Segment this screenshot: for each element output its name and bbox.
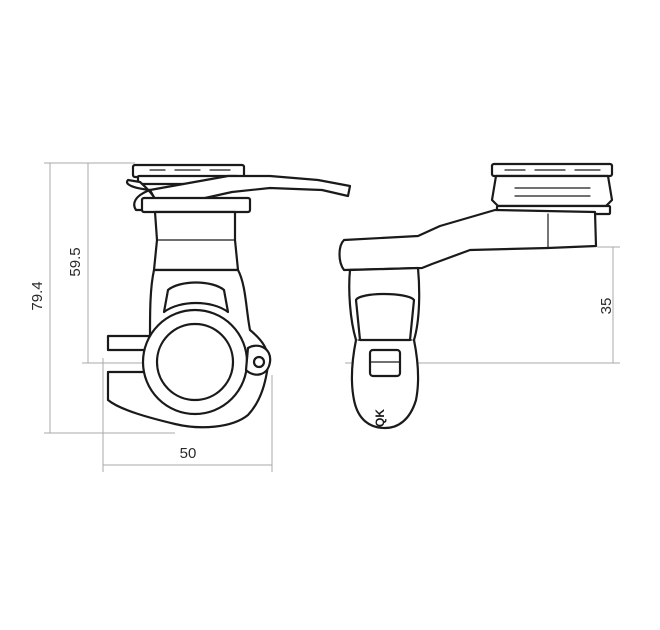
side-mount-grip-lines	[504, 169, 601, 197]
dim-label-upper-height: 59.5	[67, 247, 84, 276]
side-extension-arm	[338, 208, 598, 272]
front-body-window	[162, 281, 230, 314]
dimension-labels: 79.4 59.5 50 35	[29, 247, 615, 462]
front-collar-plate	[140, 196, 252, 214]
side-logo-mark: QK	[373, 409, 387, 427]
side-clamp-lobe	[354, 292, 416, 342]
side-mount-head	[490, 174, 614, 208]
dim-label-offset-height: 35	[598, 298, 615, 315]
dim-label-width: 50	[180, 445, 197, 462]
front-view	[106, 163, 352, 429]
side-latch	[368, 348, 402, 378]
side-clamp-body	[348, 266, 421, 430]
front-stem-block	[152, 210, 240, 272]
front-clamp-ring-inner	[155, 322, 235, 402]
front-hinge-pin	[252, 355, 266, 369]
dim-label-total-height: 79.4	[29, 281, 46, 310]
side-view: QK	[338, 162, 614, 430]
